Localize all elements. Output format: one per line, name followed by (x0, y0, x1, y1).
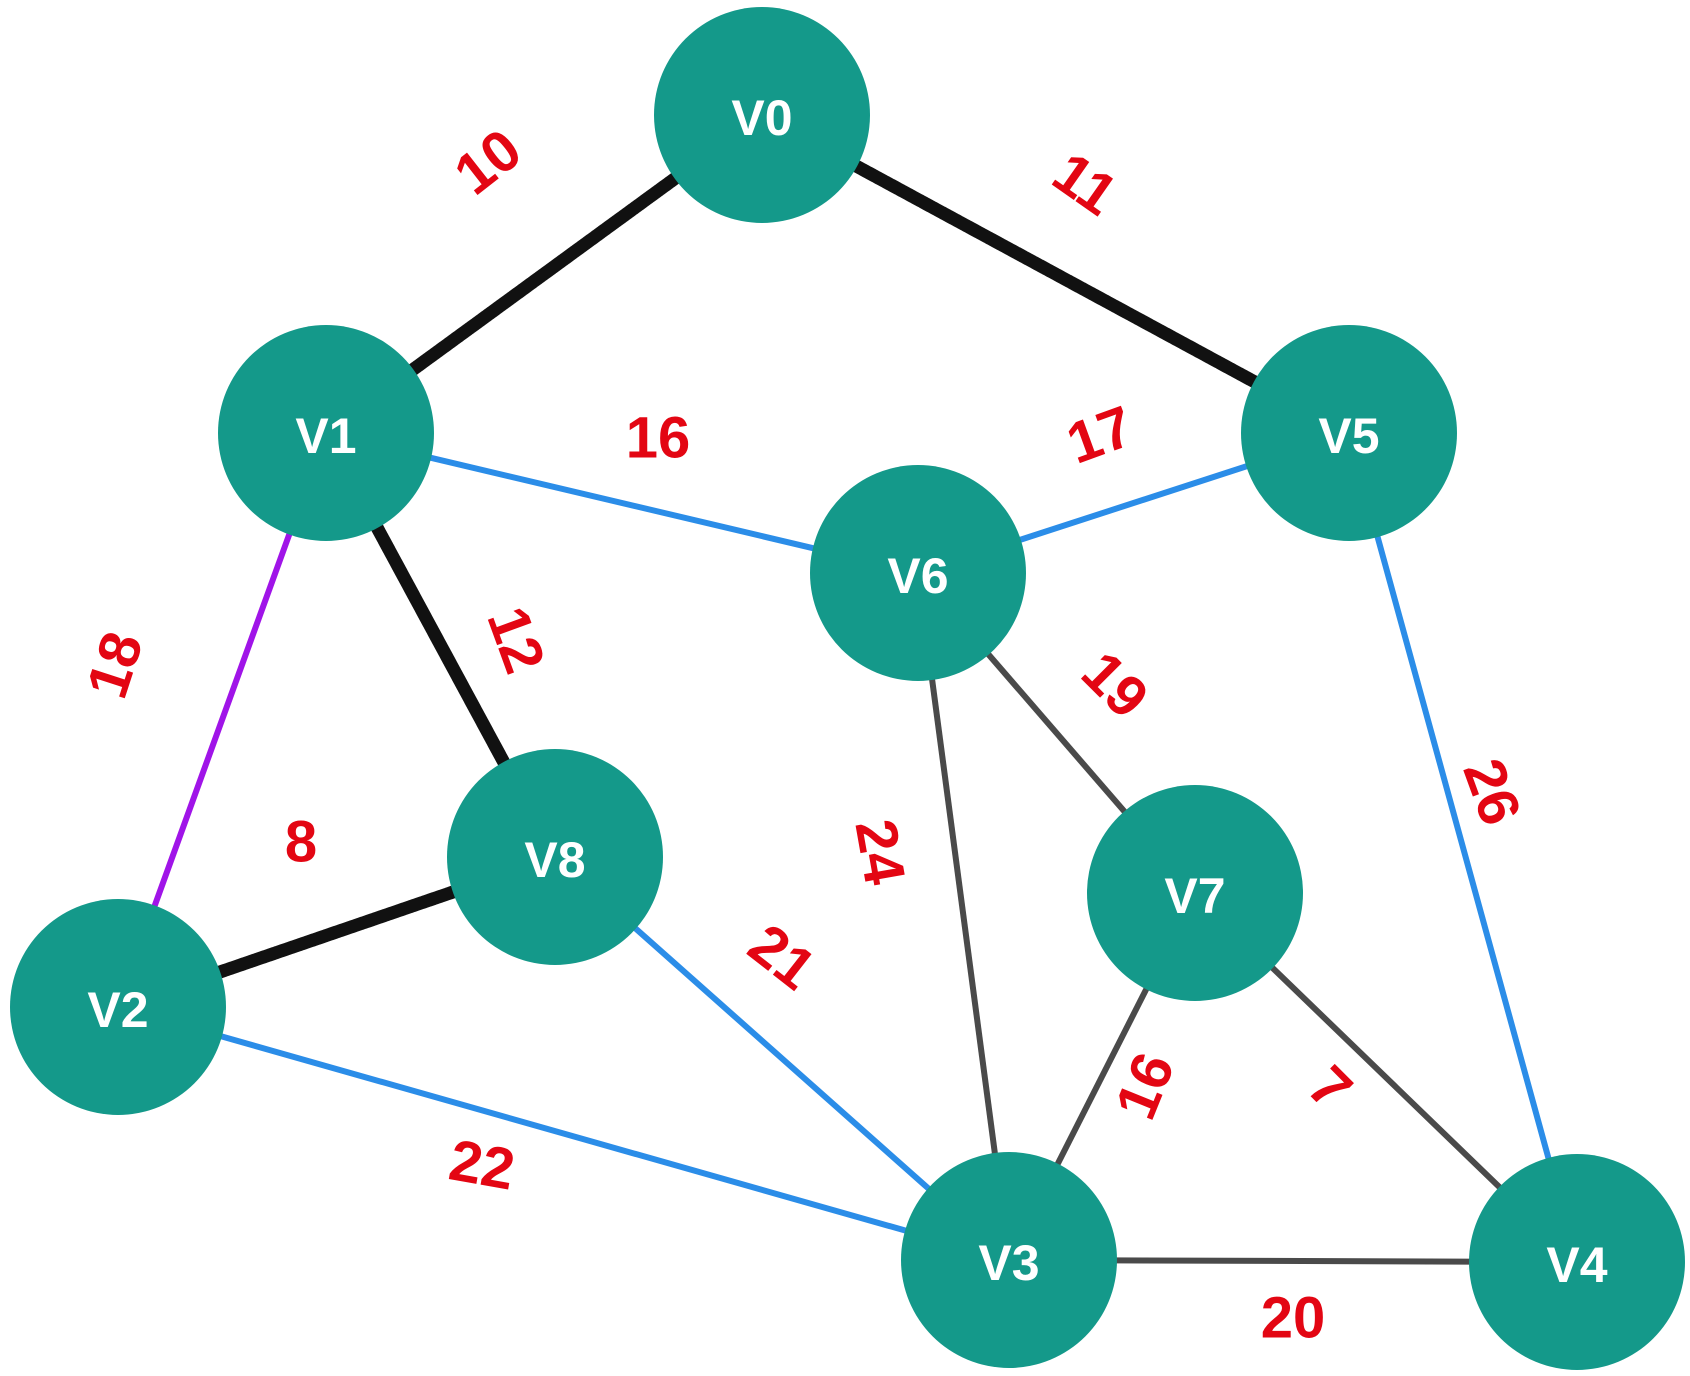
node-label: V3 (978, 1235, 1039, 1291)
node-circle (1241, 325, 1457, 541)
node-v0: V0 (654, 7, 870, 223)
edge-weight-v1-v8: 12 (474, 599, 557, 682)
node-v5: V5 (1241, 325, 1457, 541)
node-v6: V6 (810, 465, 1026, 681)
node-label: V8 (524, 832, 585, 888)
edge-v0-v5 (755, 108, 1356, 440)
node-circle (10, 899, 226, 1115)
node-label: V1 (295, 408, 356, 464)
node-v8: V8 (447, 749, 663, 965)
node-label: V6 (887, 548, 948, 604)
node-label: V7 (1164, 868, 1225, 924)
node-v4: V4 (1469, 1154, 1685, 1370)
edge-weight-v1-v2: 18 (74, 624, 156, 705)
node-circle (901, 1152, 1117, 1368)
edge-weight-v7-v4: 7 (1296, 1054, 1365, 1123)
node-circle (1087, 785, 1303, 1001)
node-circle (810, 465, 1026, 681)
edge-v6-v3 (915, 572, 1012, 1261)
edge-weight-v8-v3: 21 (737, 912, 828, 1003)
edge-weight-v5-v6: 17 (1059, 393, 1142, 476)
node-v2: V2 (10, 899, 226, 1115)
node-label: V0 (731, 90, 792, 146)
edge-weight-v0-v1: 10 (443, 117, 534, 208)
edge-weight-v1-v6: 16 (626, 406, 691, 471)
edge-weight-v6-v7: 19 (1069, 639, 1161, 731)
node-label: V5 (1318, 408, 1379, 464)
node-v1: V1 (218, 325, 434, 541)
node-circle (447, 749, 663, 965)
edge-v5-v4 (1346, 432, 1580, 1263)
node-v3: V3 (901, 1152, 1117, 1368)
edge-weight-v5-v4: 26 (1450, 751, 1533, 834)
edge-weight-v3-v4: 20 (1261, 1286, 1326, 1351)
edge-weight-v6-v3: 24 (842, 815, 917, 890)
node-label: V2 (87, 982, 148, 1038)
edge-layer (111, 108, 1580, 1265)
edge-weight-v0-v5: 11 (1041, 140, 1129, 228)
edge-weight-v2-v8: 8 (285, 810, 317, 875)
edge-v2-v3 (117, 1004, 1010, 1263)
node-circle (654, 7, 870, 223)
node-v7: V7 (1087, 785, 1303, 1001)
node-circle (218, 325, 434, 541)
node-label: V4 (1546, 1237, 1607, 1293)
node-circle (1469, 1154, 1685, 1370)
edge-weight-v2-v3: 22 (445, 1127, 520, 1202)
